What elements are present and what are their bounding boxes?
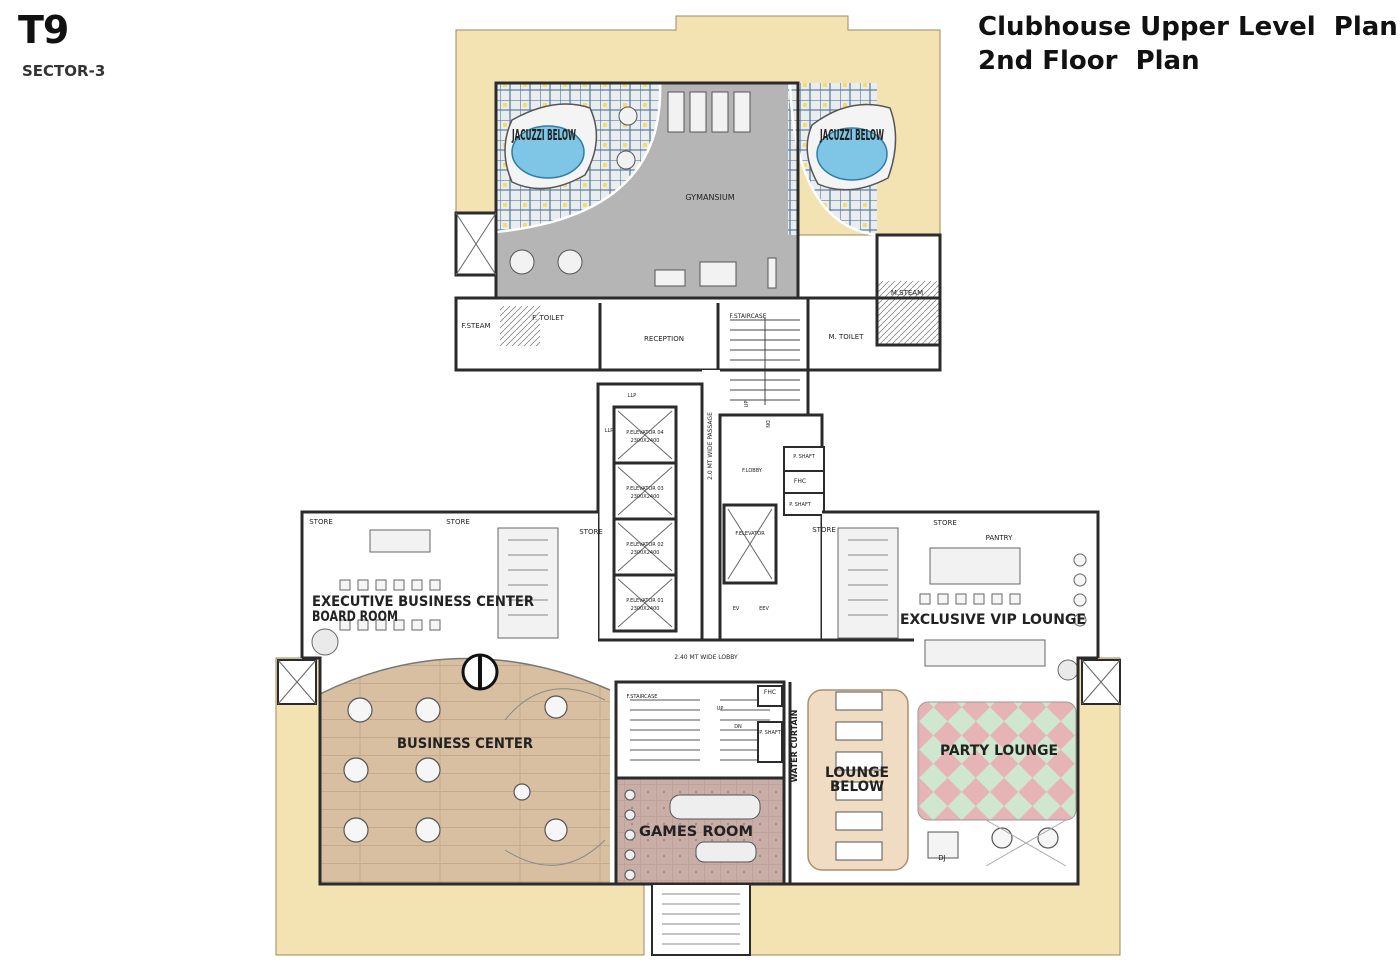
passage-2m-label: 2.0 MT WIDE PASSAGE bbox=[707, 412, 714, 480]
exec-bc-label-1: EXECUTIVE BUSINESS CENTER bbox=[312, 594, 534, 610]
games-room-label: GAMES ROOM bbox=[639, 824, 753, 840]
store-label-1: STORE bbox=[309, 518, 333, 526]
ev-label: EV bbox=[733, 606, 740, 612]
jacuzzi-right-label: JACUZZI BELOW bbox=[820, 126, 885, 144]
dn-label-2: DN bbox=[734, 724, 742, 730]
tower-code: T9 bbox=[18, 8, 69, 52]
store-label-2: STORE bbox=[446, 518, 470, 526]
p-shaft-label-3: P. SHAFT bbox=[759, 730, 782, 736]
lounge-below-label-1: LOUNGE bbox=[825, 765, 889, 781]
store-label-5: STORE bbox=[933, 519, 957, 527]
up-label-2: UP bbox=[717, 706, 724, 712]
store-label-3: STORE bbox=[579, 528, 603, 536]
store-label-4: STORE bbox=[812, 526, 836, 534]
dj-label: DJ bbox=[938, 854, 945, 862]
water-curtain-label: WATER CURTAIN bbox=[790, 710, 799, 783]
m-steam-label: M.STEAM bbox=[891, 289, 923, 297]
plan-title: Clubhouse Upper Level Plan bbox=[978, 12, 1398, 42]
f-toilet-label: F. TOILET bbox=[532, 314, 565, 322]
llp-label-1: LLP bbox=[628, 393, 637, 399]
f-staircase-top-label: F.STAIRCASE bbox=[729, 313, 766, 320]
pantry-label: PANTRY bbox=[986, 534, 1013, 542]
lounge-below-label-2: BELOW bbox=[830, 779, 884, 795]
eev-label: EEV bbox=[759, 606, 769, 612]
elevator-03-size: 2300X2400 bbox=[631, 494, 660, 500]
sector-label: SECTOR-3 bbox=[22, 62, 106, 80]
vip-lounge-label: EXCLUSIVE VIP LOUNGE bbox=[900, 612, 1086, 628]
jacuzzi-left-label: JACUZZI BELOW bbox=[512, 126, 577, 144]
f-steam-label: F.STEAM bbox=[461, 322, 490, 330]
p-shaft-label-2: P. SHAFT bbox=[789, 502, 812, 508]
up-label-1: UP bbox=[744, 401, 750, 408]
f-elevator-label: F.ELEVATOR bbox=[735, 531, 765, 537]
elevator-01-label: P.ELEVATOR 01 bbox=[626, 598, 663, 604]
core-block bbox=[596, 370, 825, 642]
fhc-label-2: FHC bbox=[764, 689, 776, 696]
m-toilet-label: M. TOILET bbox=[829, 333, 865, 341]
elevator-04-size: 2300X2400 bbox=[631, 438, 660, 444]
elevator-03-label: P.ELEVATOR 03 bbox=[626, 486, 663, 492]
room-labels: JACUZZI BELOW JACUZZI BELOW GYMANSIUM F.… bbox=[309, 126, 1086, 862]
lobby-240-label: 2.40 MT WIDE LOBBY bbox=[674, 654, 738, 661]
business-center-label: BUSINESS CENTER bbox=[397, 736, 533, 752]
middle-band bbox=[300, 510, 1100, 682]
elevator-02-label: P.ELEVATOR 02 bbox=[626, 542, 663, 548]
elevator-02-size: 2300X2400 bbox=[631, 550, 660, 556]
fhc-label-1: FHC bbox=[794, 478, 806, 485]
llp-label-2: LLP bbox=[605, 428, 614, 434]
plan-subtitle: 2nd Floor Plan bbox=[978, 46, 1200, 76]
elevator-04-label: P.ELEVATOR 04 bbox=[626, 430, 663, 436]
f-lobby-label: F.LOBBY bbox=[742, 468, 763, 474]
dn-label-1: DN bbox=[764, 420, 770, 428]
lower-wings bbox=[277, 653, 1121, 956]
elevator-01-size: 2300X2400 bbox=[631, 606, 660, 612]
gymnasium-label: GYMANSIUM bbox=[685, 193, 734, 202]
party-lounge-label: PARTY LOUNGE bbox=[940, 743, 1058, 759]
outer-walls bbox=[302, 656, 1098, 886]
p-shaft-label-1: P. SHAFT bbox=[793, 454, 816, 460]
reception-label: RECEPTION bbox=[644, 335, 684, 343]
exec-bc-label-2: BOARD ROOM bbox=[312, 609, 398, 625]
f-staircase-bottom-label: F.STAIRCASE bbox=[627, 694, 658, 700]
upper-block bbox=[454, 81, 942, 417]
